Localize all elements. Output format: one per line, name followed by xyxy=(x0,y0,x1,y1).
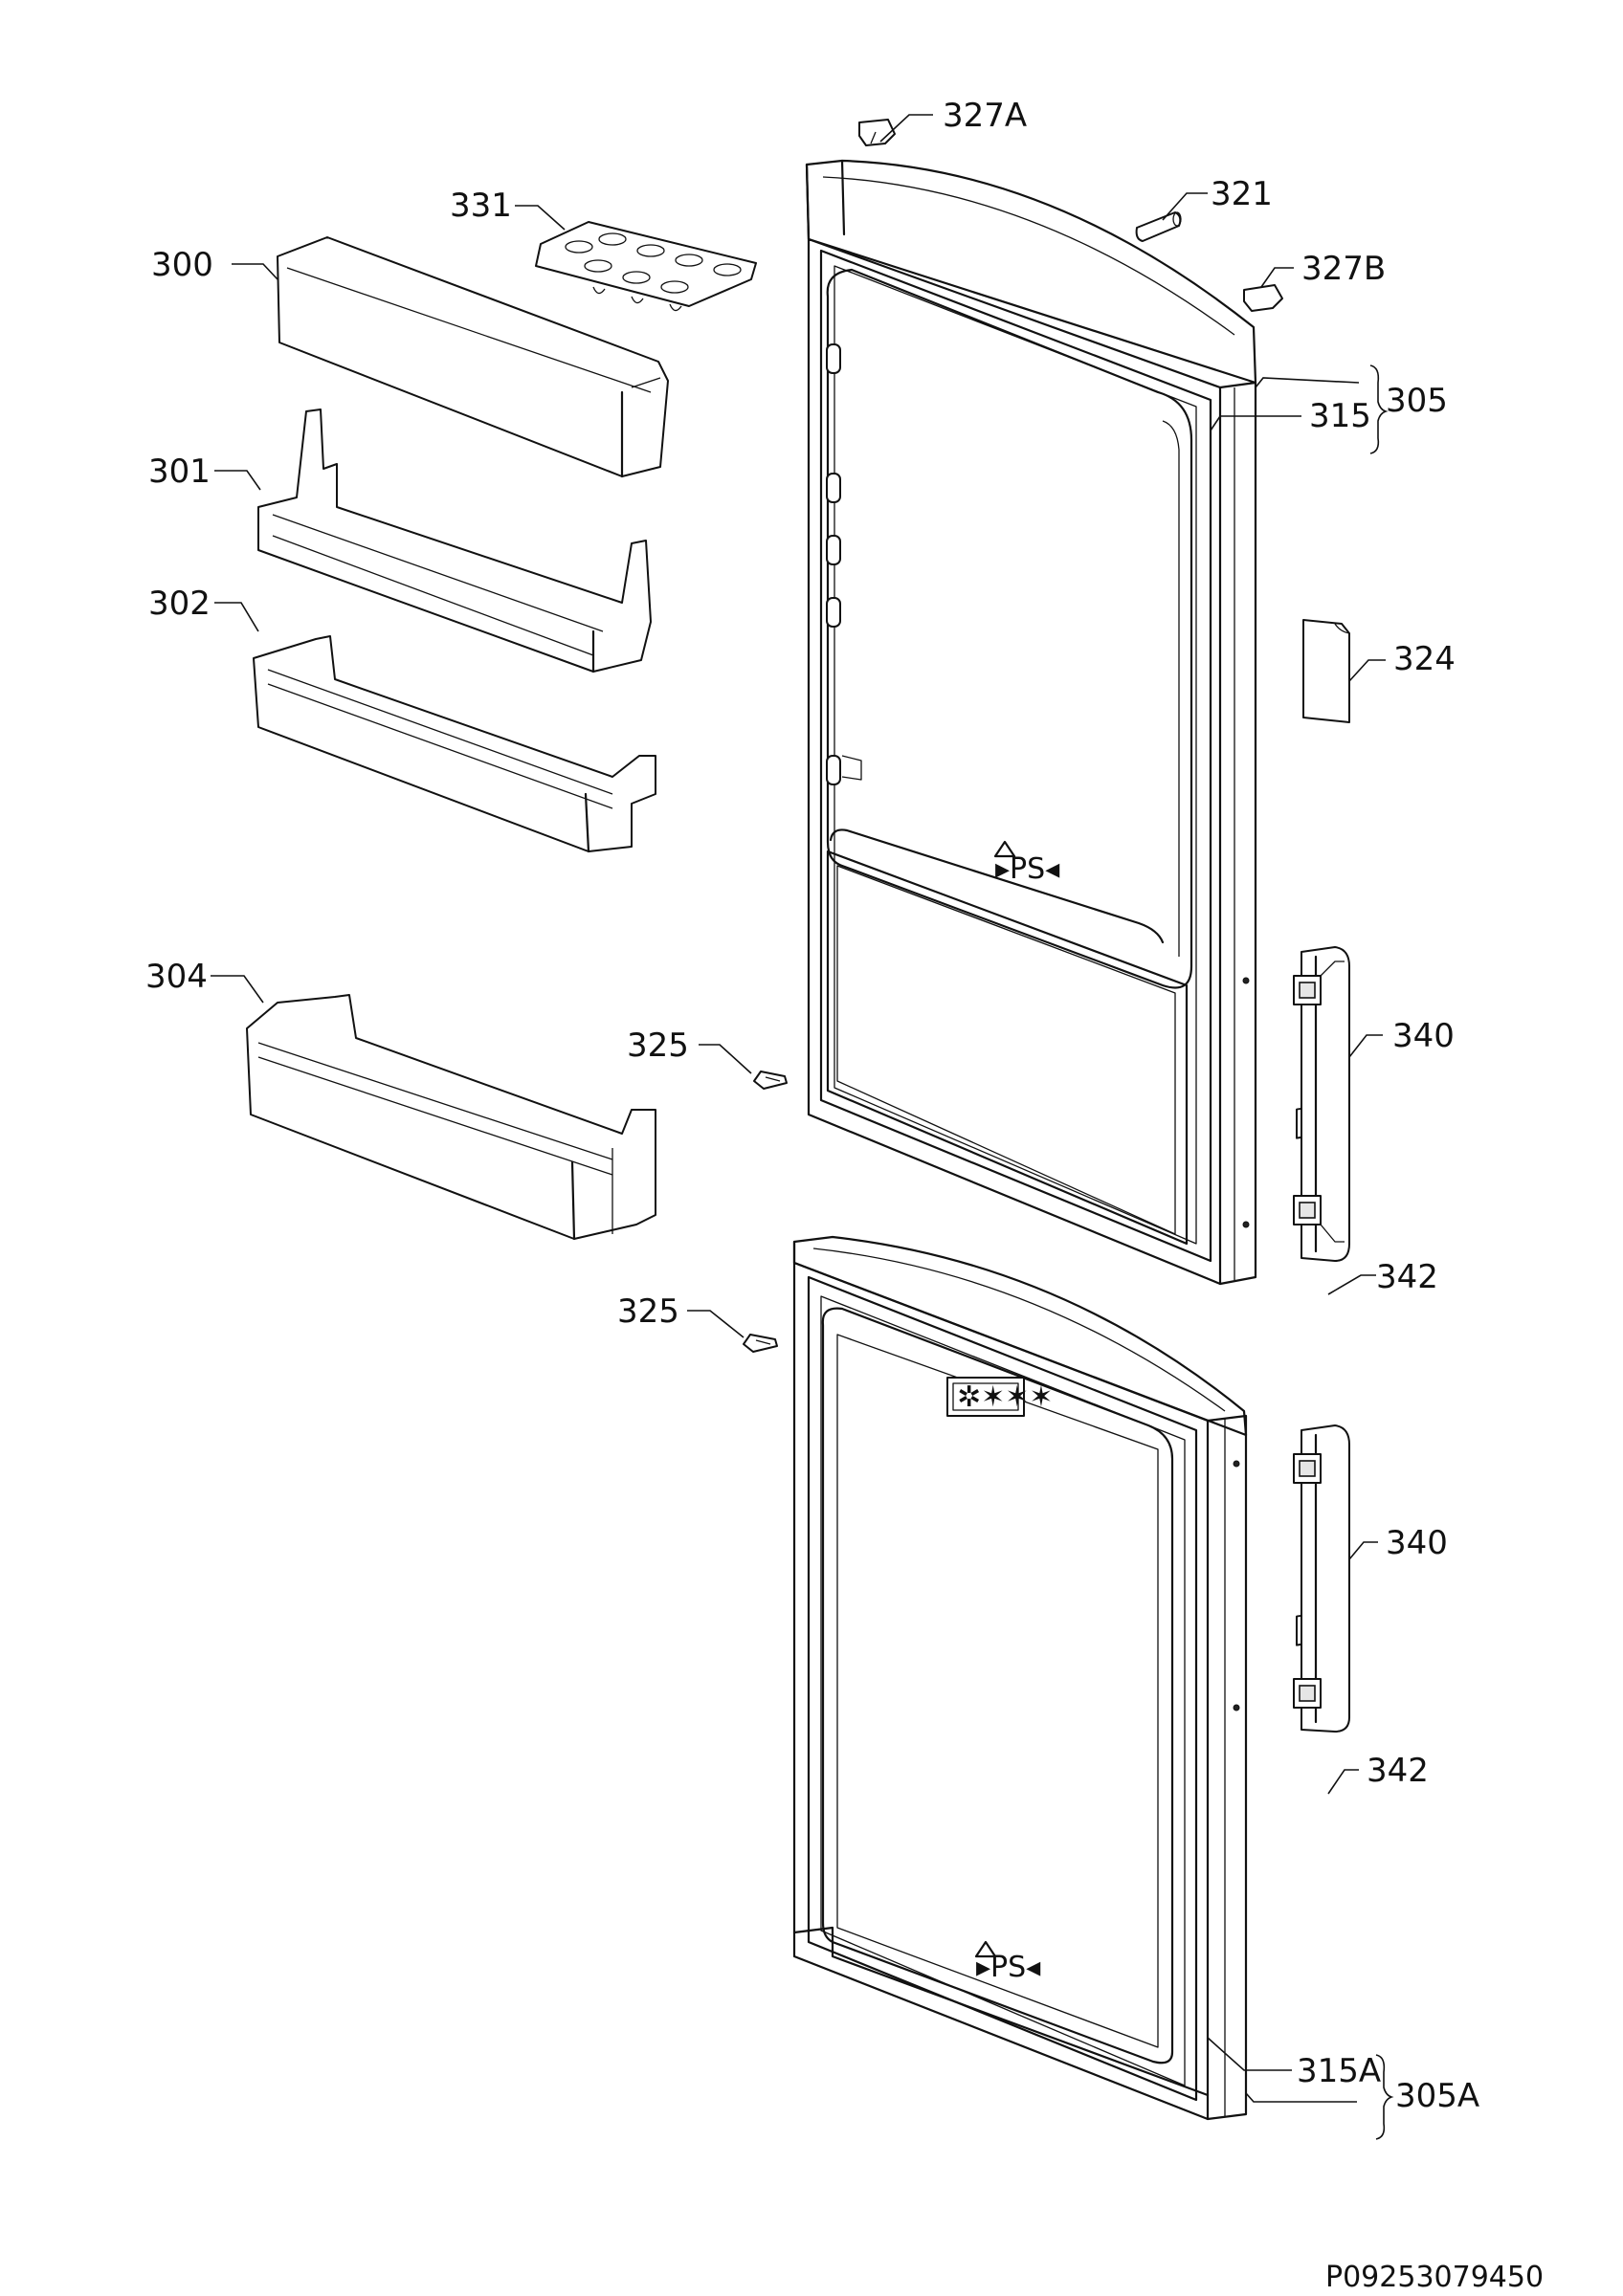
part-331-shape xyxy=(535,221,757,312)
label-321: 321 xyxy=(1211,175,1273,213)
part-301-shape xyxy=(257,408,652,673)
label-342-lower: 342 xyxy=(1367,1752,1429,1790)
label-302: 302 xyxy=(148,585,211,623)
label-331: 331 xyxy=(450,187,512,225)
label-305A: 305A xyxy=(1395,2077,1479,2115)
label-325-lower: 325 xyxy=(617,1292,679,1331)
svg-text:▸PS◂: ▸PS◂ xyxy=(995,852,1059,886)
svg-text:✲✶✶✶: ✲✶✶✶ xyxy=(957,1380,1054,1414)
label-325-upper: 325 xyxy=(627,1027,689,1065)
label-315A: 315A xyxy=(1297,2052,1381,2090)
part-327B-shape xyxy=(1243,284,1283,312)
label-340-lower: 340 xyxy=(1386,1524,1448,1562)
part-327A-shape xyxy=(858,119,896,146)
drawing-code: P09253079450 xyxy=(1325,2261,1544,2294)
fridge-door-assembly: ▸PS◂ xyxy=(805,159,1257,1286)
part-labels: 300 301 302 304 305 305A 315 315A 321 32… xyxy=(145,97,1479,2115)
part-325b-shape xyxy=(743,1334,778,1353)
label-327A: 327A xyxy=(943,97,1027,135)
part-321-shape xyxy=(1135,211,1182,242)
label-304: 304 xyxy=(145,958,208,996)
leader-lines xyxy=(211,114,1394,2140)
part-300-shape xyxy=(277,236,669,478)
label-340-upper: 340 xyxy=(1392,1017,1455,1055)
freezer-door-assembly: ✲✶✶✶ ▸PS◂ xyxy=(792,1235,1248,2121)
part-325a-shape xyxy=(753,1071,788,1090)
label-305: 305 xyxy=(1386,382,1448,420)
part-340b-shape xyxy=(1293,1424,1350,1733)
part-324-shape xyxy=(1302,619,1350,723)
part-340a-shape xyxy=(1293,946,1350,1262)
label-327B: 327B xyxy=(1301,250,1386,288)
part-304-shape xyxy=(246,994,656,1241)
label-324: 324 xyxy=(1393,640,1456,678)
label-301: 301 xyxy=(148,453,211,491)
svg-text:▸PS◂: ▸PS◂ xyxy=(976,1951,1040,1984)
part-302-shape xyxy=(253,635,656,853)
label-315: 315 xyxy=(1309,397,1371,435)
label-342-upper: 342 xyxy=(1376,1258,1438,1296)
label-300: 300 xyxy=(151,246,213,284)
